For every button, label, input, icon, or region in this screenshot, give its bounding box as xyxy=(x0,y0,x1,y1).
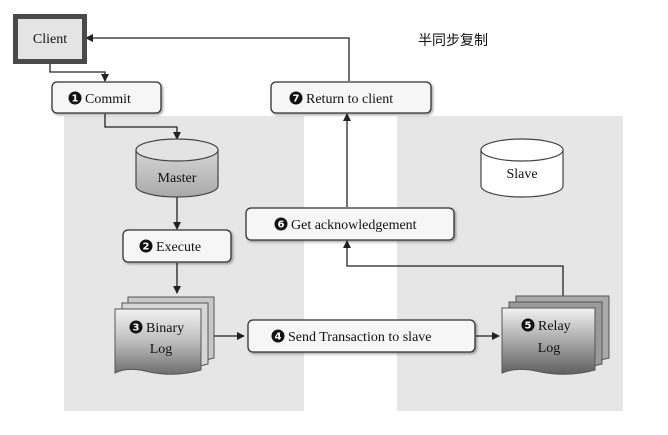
step-number-badge xyxy=(521,318,535,332)
slave-database-icon: Slave xyxy=(480,138,564,198)
relay-log-label-line2: Log xyxy=(538,341,561,356)
step-label: Commit xyxy=(85,92,131,107)
binary-log-document-icon: 3 Binary Log xyxy=(114,296,215,375)
binary-log-label-line2: Log xyxy=(150,342,173,357)
step-number-badge xyxy=(139,239,153,253)
step-get-acknowledgement: 6 Get acknowledgement xyxy=(245,207,455,241)
step-number-badge xyxy=(289,91,303,105)
relay-log-label-line1: Relay xyxy=(538,319,571,334)
step-number: 6 xyxy=(278,220,285,231)
client-box: Client xyxy=(13,14,87,64)
master-database-icon: Master xyxy=(135,138,219,198)
step-number-badge xyxy=(274,217,288,231)
step-number: 3 xyxy=(133,323,140,334)
step-number-badge xyxy=(129,320,143,334)
slave-label: Slave xyxy=(506,167,537,182)
step-number: 2 xyxy=(143,242,150,253)
step-number-badge xyxy=(68,91,82,105)
client-label: Client xyxy=(33,32,67,47)
commit-to-master-connector xyxy=(104,114,181,140)
step-number: 7 xyxy=(293,94,300,105)
step-number: 1 xyxy=(72,94,79,105)
master-label: Master xyxy=(158,171,197,186)
return-to-client-connector xyxy=(85,34,350,81)
step-number-badge xyxy=(271,329,285,343)
step-commit: 1 Commit xyxy=(51,81,162,114)
step-number: 5 xyxy=(525,321,532,332)
page-title: 半同步复制 xyxy=(418,32,488,49)
binary-log-label-line1: Binary xyxy=(146,321,184,336)
step-execute: 2 Execute xyxy=(122,229,232,263)
step-send-transaction: 4 Send Transaction to slave xyxy=(247,319,476,353)
step-label: Send Transaction to slave xyxy=(288,330,432,345)
step-label: Execute xyxy=(156,240,201,255)
relaylog-to-ack-connector xyxy=(343,240,564,298)
step-label: Return to client xyxy=(306,92,393,107)
step-return-to-client: 7 Return to client xyxy=(270,81,432,114)
step-number: 4 xyxy=(275,332,282,343)
client-to-commit-connector xyxy=(49,63,109,82)
relay-log-document-icon: 5 Relay Log xyxy=(501,295,610,375)
step-label: Get acknowledgement xyxy=(291,218,417,233)
